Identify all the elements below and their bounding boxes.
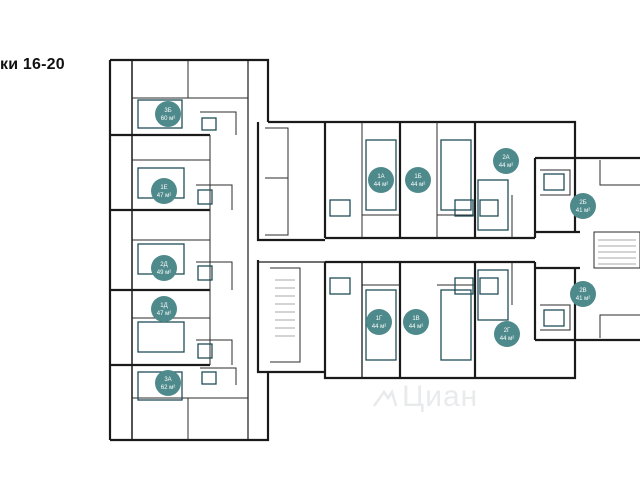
apartment-id: 1Б	[414, 174, 421, 180]
apartment-area: 60 м²	[161, 116, 175, 122]
walls	[108, 58, 640, 442]
apartment-id: 3А	[164, 377, 171, 383]
apartment-badge-3a: 3А 62 м²	[155, 370, 181, 396]
apartment-area: 49 м²	[157, 270, 171, 276]
apartment-badge-1a: 1А 44 м²	[368, 167, 394, 193]
apartment-id: 2А	[502, 155, 509, 161]
apartment-id: 2Б	[579, 200, 586, 206]
apartment-area: 44 м²	[374, 182, 388, 188]
apartment-area: 47 м²	[157, 193, 171, 199]
apartment-area: 41 м²	[576, 208, 590, 214]
apartment-id: 1В	[412, 316, 419, 322]
apartment-badge-2d: 2Д 49 м²	[151, 255, 177, 281]
watermark-text: Циан	[402, 380, 479, 413]
apartment-badge-2v: 2В 41 м²	[570, 281, 596, 307]
apartment-id: 1Е	[160, 185, 167, 191]
furniture	[137, 99, 565, 401]
apartment-id: 1Г	[376, 316, 383, 322]
apartment-area: 44 м²	[409, 324, 423, 330]
partitions	[132, 60, 640, 440]
apartment-id: 3Б	[164, 108, 171, 114]
apartment-id: 1Д	[160, 303, 167, 309]
apartment-area: 41 м²	[576, 296, 590, 302]
apartment-area: 44 м²	[500, 336, 514, 342]
apartment-area: 44 м²	[411, 182, 425, 188]
apartment-badge-2g: 2Г 44 м²	[494, 321, 520, 347]
cian-logo-icon	[372, 389, 398, 407]
apartment-badge-3b: 3Б 60 м²	[155, 101, 181, 127]
apartment-badge-1b: 1Б 44 м²	[405, 167, 431, 193]
apartment-badge-2a: 2А 44 м²	[493, 148, 519, 174]
apartment-badge-1e: 1Е 47 м²	[151, 178, 177, 204]
apartment-badge-2b: 2Б 41 м²	[570, 193, 596, 219]
apartment-badge-1d: 1Д 47 м²	[151, 296, 177, 322]
apartment-badge-1g: 1Г 44 м²	[366, 309, 392, 335]
plan-title: ки 16-20	[0, 56, 65, 73]
stairs	[275, 239, 636, 337]
watermark: Циан	[372, 380, 478, 414]
apartment-area: 47 м²	[157, 311, 171, 317]
apartment-id: 2В	[579, 288, 586, 294]
apartment-area: 44 м²	[372, 324, 386, 330]
apartment-area: 62 м²	[161, 385, 175, 391]
apartment-badge-1v: 1В 44 м²	[403, 309, 429, 335]
apartment-id: 1А	[377, 174, 384, 180]
apartment-id: 2Г	[504, 328, 511, 334]
apartment-badges: 3Б 60 м² 1Е 47 м² 2Д 49 м² 1Д 47 м² 3А 6…	[151, 101, 596, 396]
apartment-id: 2Д	[160, 262, 167, 268]
apartment-area: 44 м²	[499, 163, 513, 169]
